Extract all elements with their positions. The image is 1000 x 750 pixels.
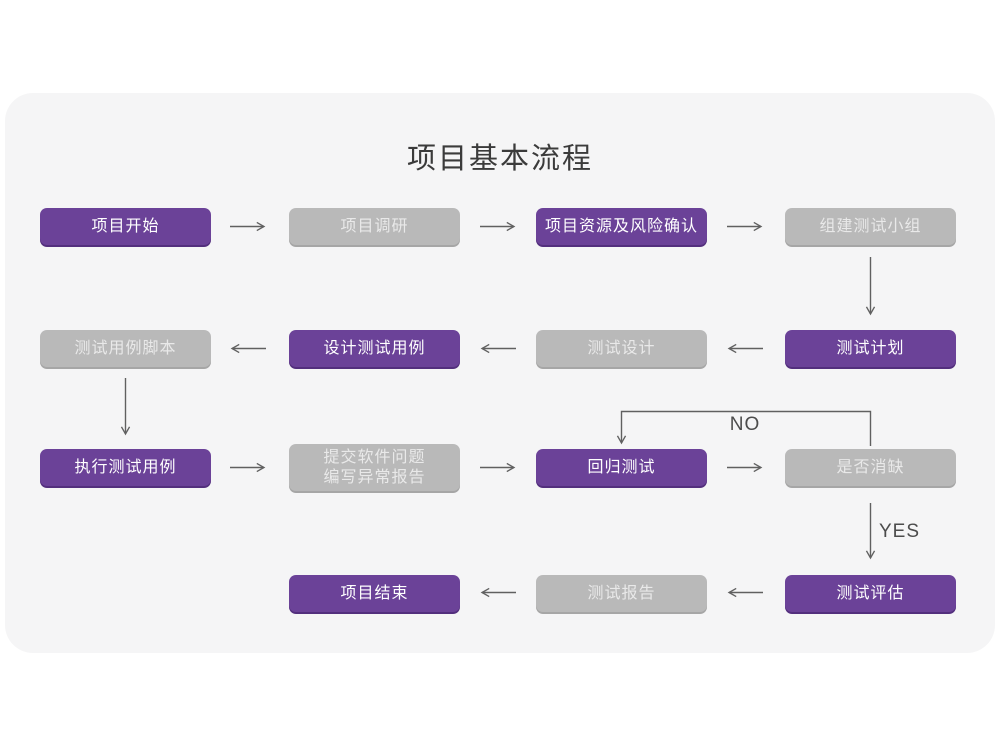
flow-node-project-end: 项目结束 — [289, 575, 460, 612]
flow-node-test-design: 测试设计 — [536, 330, 707, 367]
flow-node-project-start: 项目开始 — [40, 208, 211, 245]
flowchart-card — [5, 93, 995, 653]
flow-node-regression-test: 回归测试 — [536, 449, 707, 486]
flow-node-project-research: 项目调研 — [289, 208, 460, 245]
flow-node-build-test-team: 组建测试小组 — [785, 208, 956, 245]
flow-node-test-report: 测试报告 — [536, 575, 707, 612]
flow-node-defect-cleared: 是否消缺 — [785, 449, 956, 486]
edge-label-no: NO — [729, 414, 761, 435]
flow-node-submit-issue-report: 提交软件问题 编写异常报告 — [289, 444, 460, 491]
flow-node-design-test-case: 设计测试用例 — [289, 330, 460, 367]
flow-node-execute-test-case: 执行测试用例 — [40, 449, 211, 486]
flow-node-test-evaluate: 测试评估 — [785, 575, 956, 612]
flow-node-resource-risk-confirm: 项目资源及风险确认 — [536, 208, 707, 245]
flow-node-test-case-script: 测试用例脚本 — [40, 330, 211, 367]
flow-node-test-plan: 测试计划 — [785, 330, 956, 367]
page-title: 项目基本流程 — [406, 143, 593, 175]
edge-label-yes: YES — [879, 521, 921, 542]
